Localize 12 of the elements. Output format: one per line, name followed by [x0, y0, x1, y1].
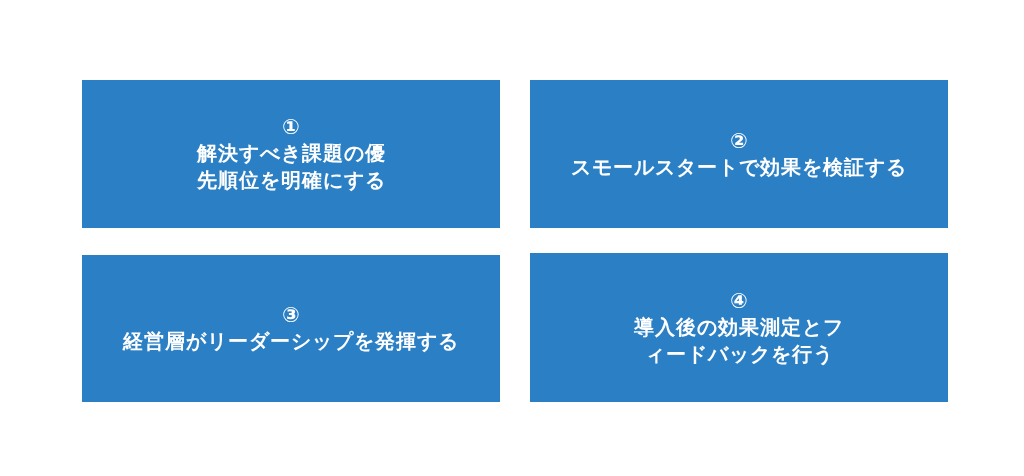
step-text: スモールスタートで効果を検証する	[571, 153, 907, 181]
process-box	[530, 80, 948, 228]
step-text: 解決すべき課題の優先順位を明確にする	[196, 140, 386, 194]
step-text: 経営層がリーダーシップを発揮する	[123, 328, 459, 355]
process-box	[530, 253, 948, 402]
step-text: 導入後の効果測定とフィードバックを行う	[633, 313, 845, 368]
step-number: ①	[282, 114, 300, 140]
step-number: ②	[730, 127, 748, 154]
process-box	[82, 80, 500, 228]
step-number: ③	[282, 302, 300, 328]
step-number: ④	[730, 287, 748, 314]
process-box	[82, 255, 500, 402]
